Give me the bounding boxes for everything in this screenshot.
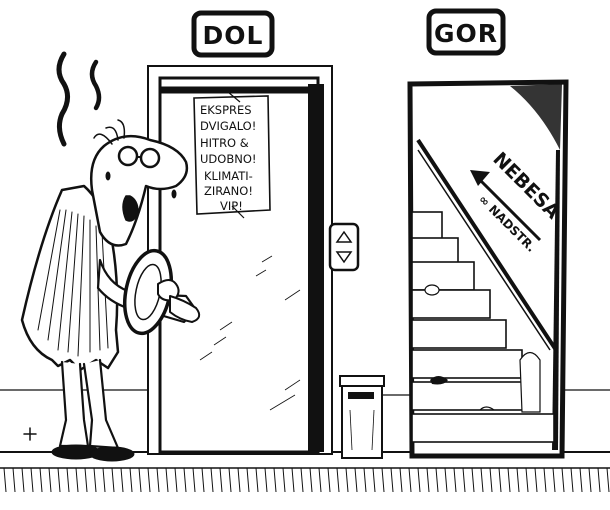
notice-text: EKSPRES DVIGALO! HITRO & UDOBNO! KLIMATI… — [200, 103, 260, 213]
notice-line-3: HITRO & — [200, 136, 249, 150]
up-sign-label: GOR — [434, 19, 498, 48]
notice-line-6: ZIRANO! — [204, 184, 253, 198]
arrow-head-icon — [470, 170, 490, 186]
stink-line-icon — [89, 59, 102, 111]
can-litter — [424, 284, 440, 296]
down-sign: DOL — [191, 10, 275, 58]
drip-stain — [519, 351, 541, 413]
stair-step — [411, 289, 491, 319]
stair-step — [411, 349, 523, 379]
old-man-character — [20, 51, 201, 462]
stair-step — [411, 319, 507, 349]
elevator-notice: EKSPRES DVIGALO! HITRO & UDOBNO! KLIMATI… — [193, 91, 271, 219]
notice-line-1: EKSPRES — [200, 103, 252, 117]
elevator-door[interactable] — [147, 65, 333, 455]
up-sign: GOR — [426, 8, 506, 56]
arrow-line — [474, 174, 542, 242]
notice-line-5: KLIMATI- — [204, 169, 253, 183]
stair-step — [411, 211, 443, 241]
notice-line-4: UDOBNO! — [200, 152, 256, 166]
notice-line-7: VIP! — [220, 199, 243, 213]
trash-bin — [339, 375, 385, 459]
stink-line-icon — [56, 51, 70, 147]
trash-litter — [430, 376, 448, 385]
staircase-doorway[interactable]: NEBESA ∞ NADSTR. — [407, 79, 569, 459]
up-arrow-icon — [335, 230, 353, 243]
elevator-call-button[interactable] — [328, 222, 360, 272]
down-arrow-icon — [335, 251, 353, 264]
stair-step — [411, 413, 555, 443]
notice-line-2: DVIGALO! — [200, 119, 256, 133]
stair-step — [411, 261, 475, 291]
stair-step — [411, 381, 539, 411]
down-sign-label: DOL — [203, 21, 264, 50]
